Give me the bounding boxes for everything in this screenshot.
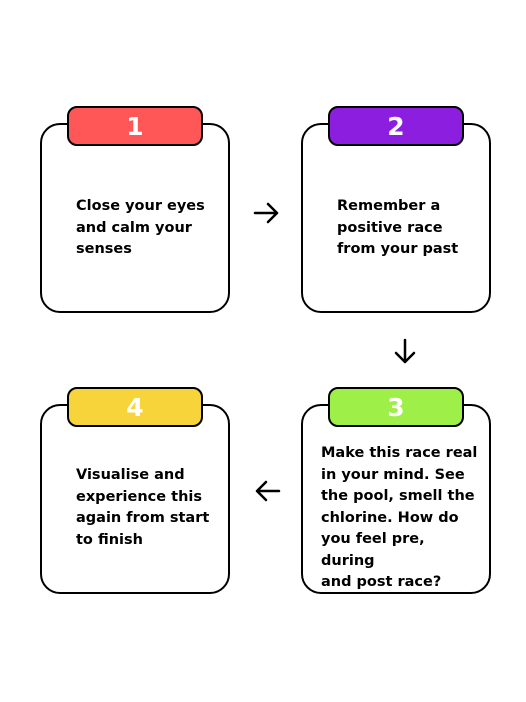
step-tab-4: 4	[67, 387, 203, 427]
step-card-1: Close your eyes and calm your senses	[40, 123, 230, 313]
arrow-down-icon	[390, 337, 420, 367]
step-text-2: Remember a positive race from your past	[337, 198, 459, 257]
step-number-3: 3	[387, 392, 405, 422]
step-number-2: 2	[387, 111, 405, 141]
step-number-4: 4	[126, 392, 144, 422]
step-tab-1: 1	[67, 106, 203, 146]
step-tab-3: 3	[328, 387, 464, 427]
step-text-4: Visualise and experience this again from…	[76, 467, 210, 548]
arrow-right-icon	[252, 198, 282, 228]
step-tab-2: 2	[328, 106, 464, 146]
step-number-1: 1	[126, 111, 144, 141]
arrow-left-icon	[252, 476, 282, 506]
step-card-2: Remember a positive race from your past	[301, 123, 491, 313]
step-text-1: Close your eyes and calm your senses	[76, 198, 205, 257]
step-card-4: Visualise and experience this again from…	[40, 404, 230, 594]
step-text-3: Make this race real in your mind. See th…	[321, 445, 478, 590]
step-card-3: Make this race real in your mind. See th…	[301, 404, 491, 594]
